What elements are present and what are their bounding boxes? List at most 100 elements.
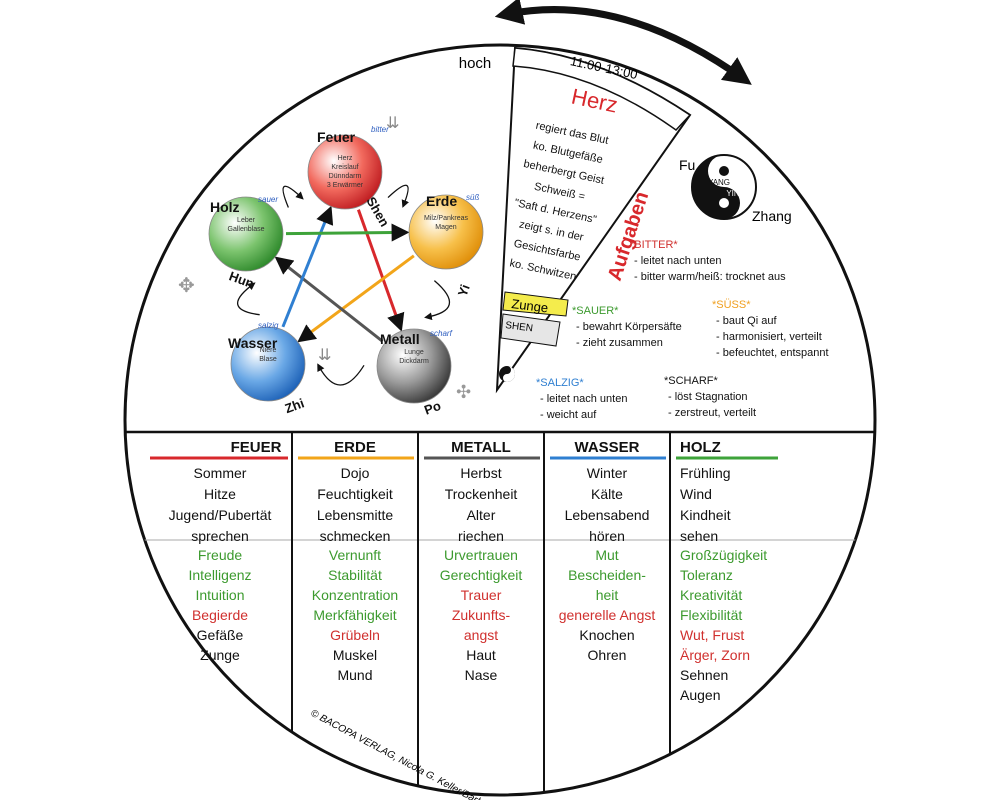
table-cell: Jugend/Pubertät	[169, 507, 272, 523]
element-sphere	[208, 196, 284, 272]
table-cell: Trockenheit	[445, 486, 518, 502]
element-organ: Magen	[435, 224, 457, 231]
shen-tab-label: SHEN	[505, 320, 534, 334]
taste-line: - befeuchtet, entspannt	[716, 347, 829, 359]
element-table: FEUERSommerHitzeJugend/PubertätsprechenF…	[150, 439, 778, 703]
table-cell: schmecken	[320, 528, 391, 544]
column-header: HOLZ	[680, 439, 721, 456]
table-cell: angst	[464, 627, 498, 643]
shen-tab	[500, 313, 561, 347]
taste-line: - harmonisiert, verteilt	[716, 331, 822, 343]
element-organ: Dünndarm	[329, 173, 362, 180]
table-cell: Kälte	[591, 486, 623, 502]
table-cell: Alter	[467, 507, 496, 523]
element-organ: Kreislauf	[331, 164, 358, 171]
svg-text:YIN: YIN	[726, 189, 740, 198]
table-cell: Hitze	[204, 486, 236, 502]
table-cell: Dojo	[341, 465, 370, 481]
element-organ: Gallenblase	[228, 226, 265, 233]
taste-line: - weicht auf	[540, 409, 597, 421]
sheng-cycle-arrow	[424, 280, 451, 321]
taste-title: *SALZIG*	[536, 377, 584, 389]
element-organ: Herz	[338, 155, 353, 162]
spirit-label: Yi	[455, 282, 473, 298]
table-cell: Knochen	[579, 627, 634, 643]
column-header: WASSER	[574, 439, 639, 456]
table-cell: Herbst	[460, 465, 501, 481]
table-cell: Begierde	[192, 607, 248, 623]
sheng-cycle-arrow	[282, 185, 304, 208]
sheng-cycle-arrow	[317, 363, 365, 386]
ko-cycle-arrow	[297, 254, 415, 343]
taste-title: *SCHARF*	[664, 375, 719, 387]
table-cell: Mut	[595, 547, 618, 563]
element-taste: sauer	[258, 195, 278, 204]
table-cell: Wind	[680, 486, 712, 502]
table-cell: Trauer	[461, 587, 502, 603]
spirit-label: Zhi	[283, 395, 306, 416]
element-name: Holz	[210, 199, 240, 215]
element-sphere	[307, 134, 383, 210]
taste-line: - leitet nach unten	[540, 393, 627, 405]
table-cell: Merkfähigkeit	[313, 607, 396, 623]
element-taste: bitter	[371, 125, 389, 134]
fu-label: Fu	[679, 157, 695, 173]
sheng-cycle-arrow	[237, 282, 260, 316]
element-organ: Milz/Pankreas	[424, 215, 468, 222]
table-cell: generelle Angst	[559, 607, 656, 623]
taste-line: - baut Qi auf	[716, 315, 777, 327]
taste-line: - zerstreut, verteilt	[668, 407, 756, 419]
rotate-arrow-icon[interactable]	[494, 0, 752, 85]
taste-title: *BITTER*	[630, 239, 678, 251]
table-cell: Muskel	[333, 647, 377, 663]
ko-cycle-arrow	[281, 205, 334, 328]
sheng-cycle-arrow	[387, 184, 409, 208]
element-organ: Lunge	[404, 349, 424, 356]
table-cell: Bescheiden-	[568, 567, 646, 583]
table-cell: Sommer	[194, 465, 247, 481]
table-cell: Urvertrauen	[444, 547, 518, 563]
taste-line: - löst Stagnation	[668, 391, 748, 403]
table-cell: hören	[589, 528, 625, 544]
hoch-label: hoch	[459, 55, 492, 72]
down-arrows-icon: ⇊	[386, 115, 399, 132]
ko-cycle-arrow	[285, 223, 410, 242]
taste-title: *SAUER*	[572, 305, 619, 317]
table-cell: Flexibilität	[680, 607, 742, 623]
element-taste: scharf	[430, 329, 453, 338]
table-cell: Lebensmitte	[317, 507, 393, 523]
table-cell: riechen	[458, 528, 504, 544]
element-name: Wasser	[228, 335, 278, 351]
element-name: Metall	[380, 331, 420, 347]
table-cell: Kreativität	[680, 587, 742, 603]
table-cell: Stabilität	[328, 567, 382, 583]
table-cell: Vernunft	[329, 547, 381, 563]
table-cell: Intelligenz	[188, 567, 251, 583]
ko-cycle-arrow	[274, 256, 384, 343]
down-arrows-icon: ⇊	[318, 347, 331, 364]
taste-line: - leitet nach unten	[634, 255, 721, 267]
taste-line: - bitter warm/heiß: trocknet aus	[634, 271, 786, 283]
table-cell: Mund	[337, 667, 372, 683]
spirit-label: Po	[422, 398, 443, 418]
svg-text:YANG: YANG	[708, 178, 730, 187]
table-cell: Wut, Frust	[680, 627, 744, 643]
table-cell: Augen	[680, 687, 720, 703]
element-sphere	[408, 194, 484, 270]
table-cell: Feuchtigkeit	[317, 486, 393, 502]
taste-line: - bewahrt Körpersäfte	[576, 321, 682, 333]
taste-line: - zieht zusammen	[576, 337, 663, 349]
table-cell: Toleranz	[680, 567, 733, 583]
table-cell: Freude	[198, 547, 243, 563]
table-cell: Intuition	[195, 587, 244, 603]
zhang-label: Zhang	[752, 208, 792, 224]
table-cell: Gefäße	[197, 627, 244, 643]
table-cell: Winter	[587, 465, 628, 481]
taste-notes: *BITTER* - leitet nach unten - bitter warm…	[536, 239, 829, 421]
element-organ: 3 Erwärmer	[327, 182, 364, 189]
table-cell: Grübeln	[330, 627, 380, 643]
table-cell: Konzentration	[312, 587, 398, 603]
table-cell: heit	[596, 587, 619, 603]
